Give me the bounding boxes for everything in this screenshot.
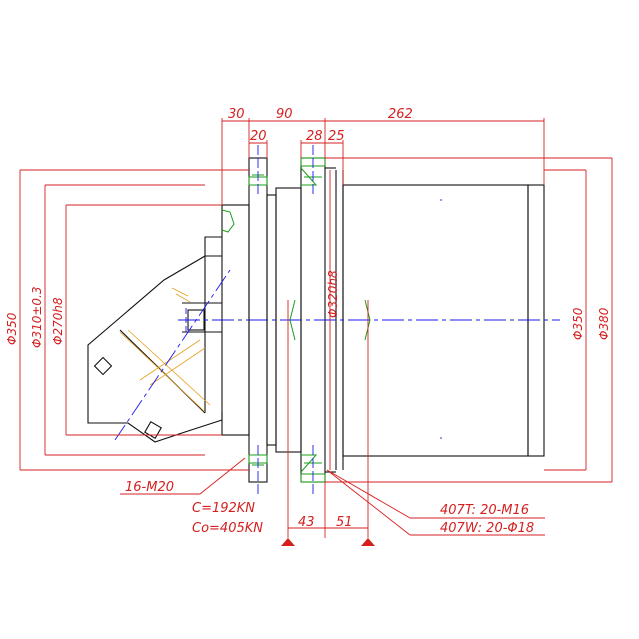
dim-right-380: Φ380 xyxy=(597,307,611,340)
motor-axis xyxy=(114,269,231,441)
drum-rim xyxy=(527,184,545,457)
dim-left-310: Φ310±0.3 xyxy=(30,287,44,349)
dim-top-20: 20 xyxy=(250,129,267,144)
internal-hatch xyxy=(119,287,211,413)
note-static-load: Co=405KN xyxy=(192,521,263,536)
dim-top-25: 25 xyxy=(328,129,345,144)
reference-marker-left xyxy=(281,538,295,546)
note-407w: 407W: 20-Φ18 xyxy=(440,521,534,536)
dim-bottom-51: 51 xyxy=(336,515,353,530)
drum-body xyxy=(342,184,529,457)
dim-top-90: 90 xyxy=(276,107,293,122)
reference-marker-right xyxy=(361,538,375,546)
center-lines xyxy=(114,145,560,495)
dim-left-350: Φ350 xyxy=(5,312,19,345)
note-bolt-pattern: 16-M20 xyxy=(125,480,174,495)
dim-bottom-43: 43 xyxy=(298,515,315,530)
note-407t: 407T: 20-M16 xyxy=(440,503,529,518)
leader-407 xyxy=(326,469,411,536)
dim-center-320: Φ320h8 xyxy=(326,270,340,318)
port-block xyxy=(93,356,113,376)
dim-right-350: Φ350 xyxy=(571,307,585,340)
dim-left-270: Φ270h8 xyxy=(51,297,65,345)
dim-top-28: 28 xyxy=(306,129,323,144)
motor-housing xyxy=(87,236,223,443)
note-dynamic-load: C=192KN xyxy=(192,501,255,516)
dim-top-30: 30 xyxy=(228,107,245,122)
dimension-lines xyxy=(19,118,613,538)
leader-bolt xyxy=(199,457,246,495)
motor-bolt-top xyxy=(221,209,235,233)
dim-top-262: 262 xyxy=(388,107,413,122)
